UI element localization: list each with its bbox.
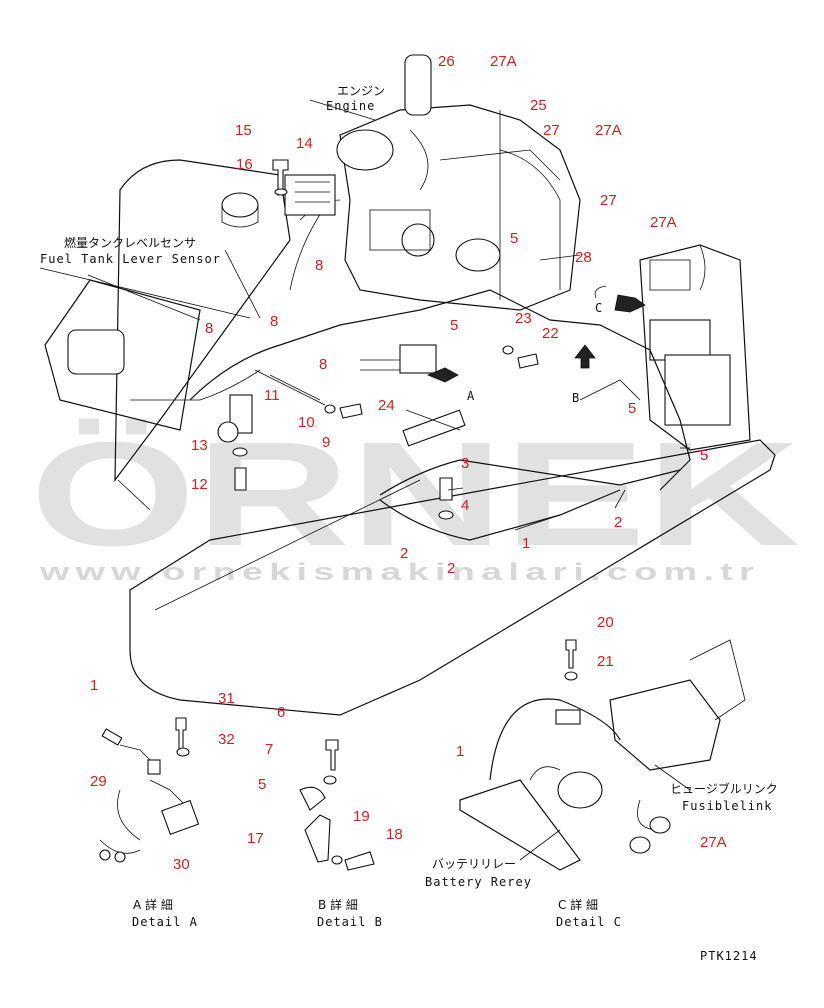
battery-relay-label-jp: バッテリリレー: [432, 857, 516, 871]
fuel-sensor-label-jp: 燃量タンクレベルセンサ: [64, 235, 196, 250]
detail-b-title-jp: B 詳 細: [318, 897, 358, 912]
chassis-frame: [117, 439, 776, 716]
callout-5: 5: [510, 230, 518, 247]
callout-1: 1: [456, 743, 464, 760]
callout-1: 1: [522, 535, 530, 552]
callout-13: 13: [191, 437, 208, 454]
callout-2: 2: [447, 560, 455, 577]
callout-15: 15: [235, 122, 252, 139]
callout-29: 29: [90, 773, 107, 790]
callout-8: 8: [205, 320, 213, 337]
callout-21: 21: [597, 653, 614, 670]
fuel-tank: [44, 159, 291, 482]
leader-lines: [39, 99, 690, 531]
bolts-main: [232, 159, 539, 520]
callout-26: 26: [438, 53, 455, 70]
detail-a: [99, 717, 200, 863]
callout-27a: 27A: [490, 53, 517, 70]
battery-box: [639, 244, 751, 451]
fuel-sensor-label-en: Fuel Tank Lever Sensor: [40, 252, 221, 266]
callout-32: 32: [218, 731, 235, 748]
detail-c: [459, 639, 746, 871]
watermark-url: www.ornekismakinalari.com.tr: [38, 559, 760, 586]
callout-20: 20: [597, 614, 614, 631]
callout-23: 23: [515, 310, 532, 327]
callouts: 26 27A 25 27 27A 27 27A 15 14 16 8 8 8 8…: [90, 53, 727, 873]
callout-22: 22: [542, 325, 559, 342]
callout-12: 12: [191, 476, 208, 493]
callout-10: 10: [298, 414, 315, 431]
arrow-a-icon: [426, 367, 459, 383]
callout-2: 2: [400, 545, 408, 562]
callout-8: 8: [319, 356, 327, 373]
callout-25: 25: [530, 97, 547, 114]
view-arrows: [426, 285, 646, 383]
arrow-c-icon: [614, 294, 646, 313]
view-c-label: C: [595, 301, 603, 315]
callout-11: 11: [264, 387, 280, 404]
arrow-b-icon: [574, 344, 596, 369]
callout-27a: 27A: [700, 834, 727, 851]
engine-label-jp: エンジン: [337, 84, 385, 98]
callout-8: 8: [315, 257, 323, 274]
engine-block: [336, 54, 581, 311]
detail-a-title-en: Detail A: [132, 915, 198, 929]
callout-4: 4: [461, 497, 469, 514]
detail-a-title-jp: A 詳 細: [133, 897, 173, 912]
callout-5: 5: [258, 776, 266, 793]
engine-label-en: Engine: [326, 99, 375, 113]
drawing-code: PTK1214: [700, 949, 758, 963]
callout-27a: 27A: [595, 122, 622, 139]
view-a-label: A: [467, 389, 475, 403]
detail-b-title-en: Detail B: [317, 915, 383, 929]
callout-28: 28: [575, 249, 592, 266]
callout-16: 16: [236, 156, 253, 173]
view-b-label: B: [572, 391, 580, 405]
callout-9: 9: [322, 434, 330, 451]
labels: エンジン Engine 燃量タンクレベルセンサ Fuel Tank Lever …: [40, 84, 778, 963]
detail-b: [299, 739, 375, 871]
callout-27: 27: [543, 122, 560, 139]
callout-14: 14: [296, 135, 313, 152]
callout-1: 1: [90, 677, 98, 694]
callout-17: 17: [247, 830, 264, 847]
callout-24: 24: [378, 397, 395, 414]
callout-5: 5: [450, 317, 458, 334]
callout-30: 30: [173, 856, 190, 873]
callout-7: 7: [265, 741, 273, 758]
battery-relay-label-en: Battery Rerey: [425, 875, 532, 889]
callout-18: 18: [386, 826, 403, 843]
detail-c-title-en: Detail C: [556, 915, 622, 929]
callout-8: 8: [270, 313, 278, 330]
detail-c-title-jp: C 詳 細: [558, 897, 598, 912]
callout-6: 6: [277, 704, 285, 721]
callout-19: 19: [353, 808, 370, 825]
callout-5: 5: [628, 400, 636, 417]
callout-27a: 27A: [650, 214, 677, 231]
relay-cluster: [217, 174, 466, 447]
fusible-link-label-jp: ヒュージブルリンク: [670, 781, 778, 796]
callout-5: 5: [700, 447, 708, 464]
callout-2: 2: [614, 514, 622, 531]
fusible-link-label-en: Fusiblelink: [682, 799, 772, 813]
callout-31: 31: [218, 690, 235, 707]
callout-27: 27: [600, 192, 617, 209]
callout-3: 3: [461, 455, 469, 472]
